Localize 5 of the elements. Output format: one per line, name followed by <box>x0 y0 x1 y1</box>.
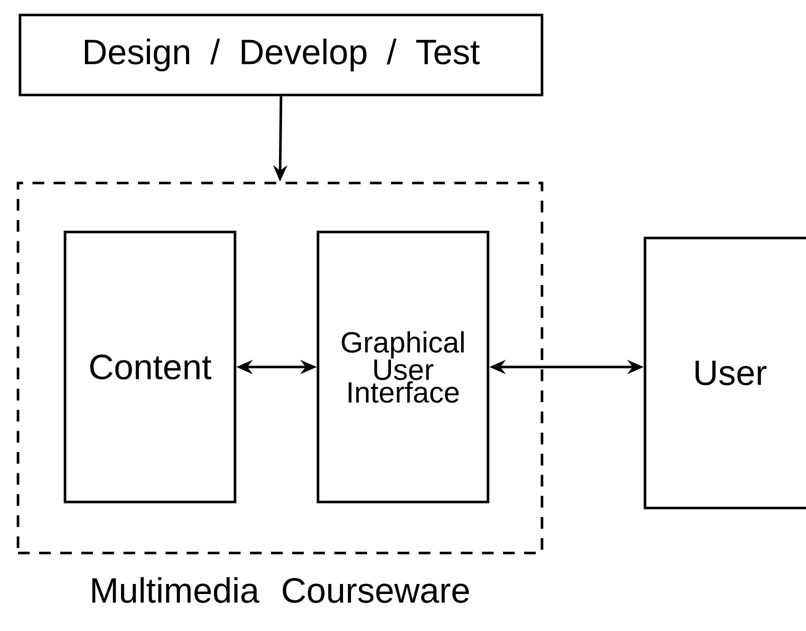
interface-box: Graphical User Interface <box>316 230 490 504</box>
process-box: Design / Develop / Test <box>18 14 544 96</box>
node-label: Multimedia Courseware <box>92 577 469 603</box>
user-box: User <box>644 236 806 510</box>
content-box: Content <box>64 230 236 504</box>
